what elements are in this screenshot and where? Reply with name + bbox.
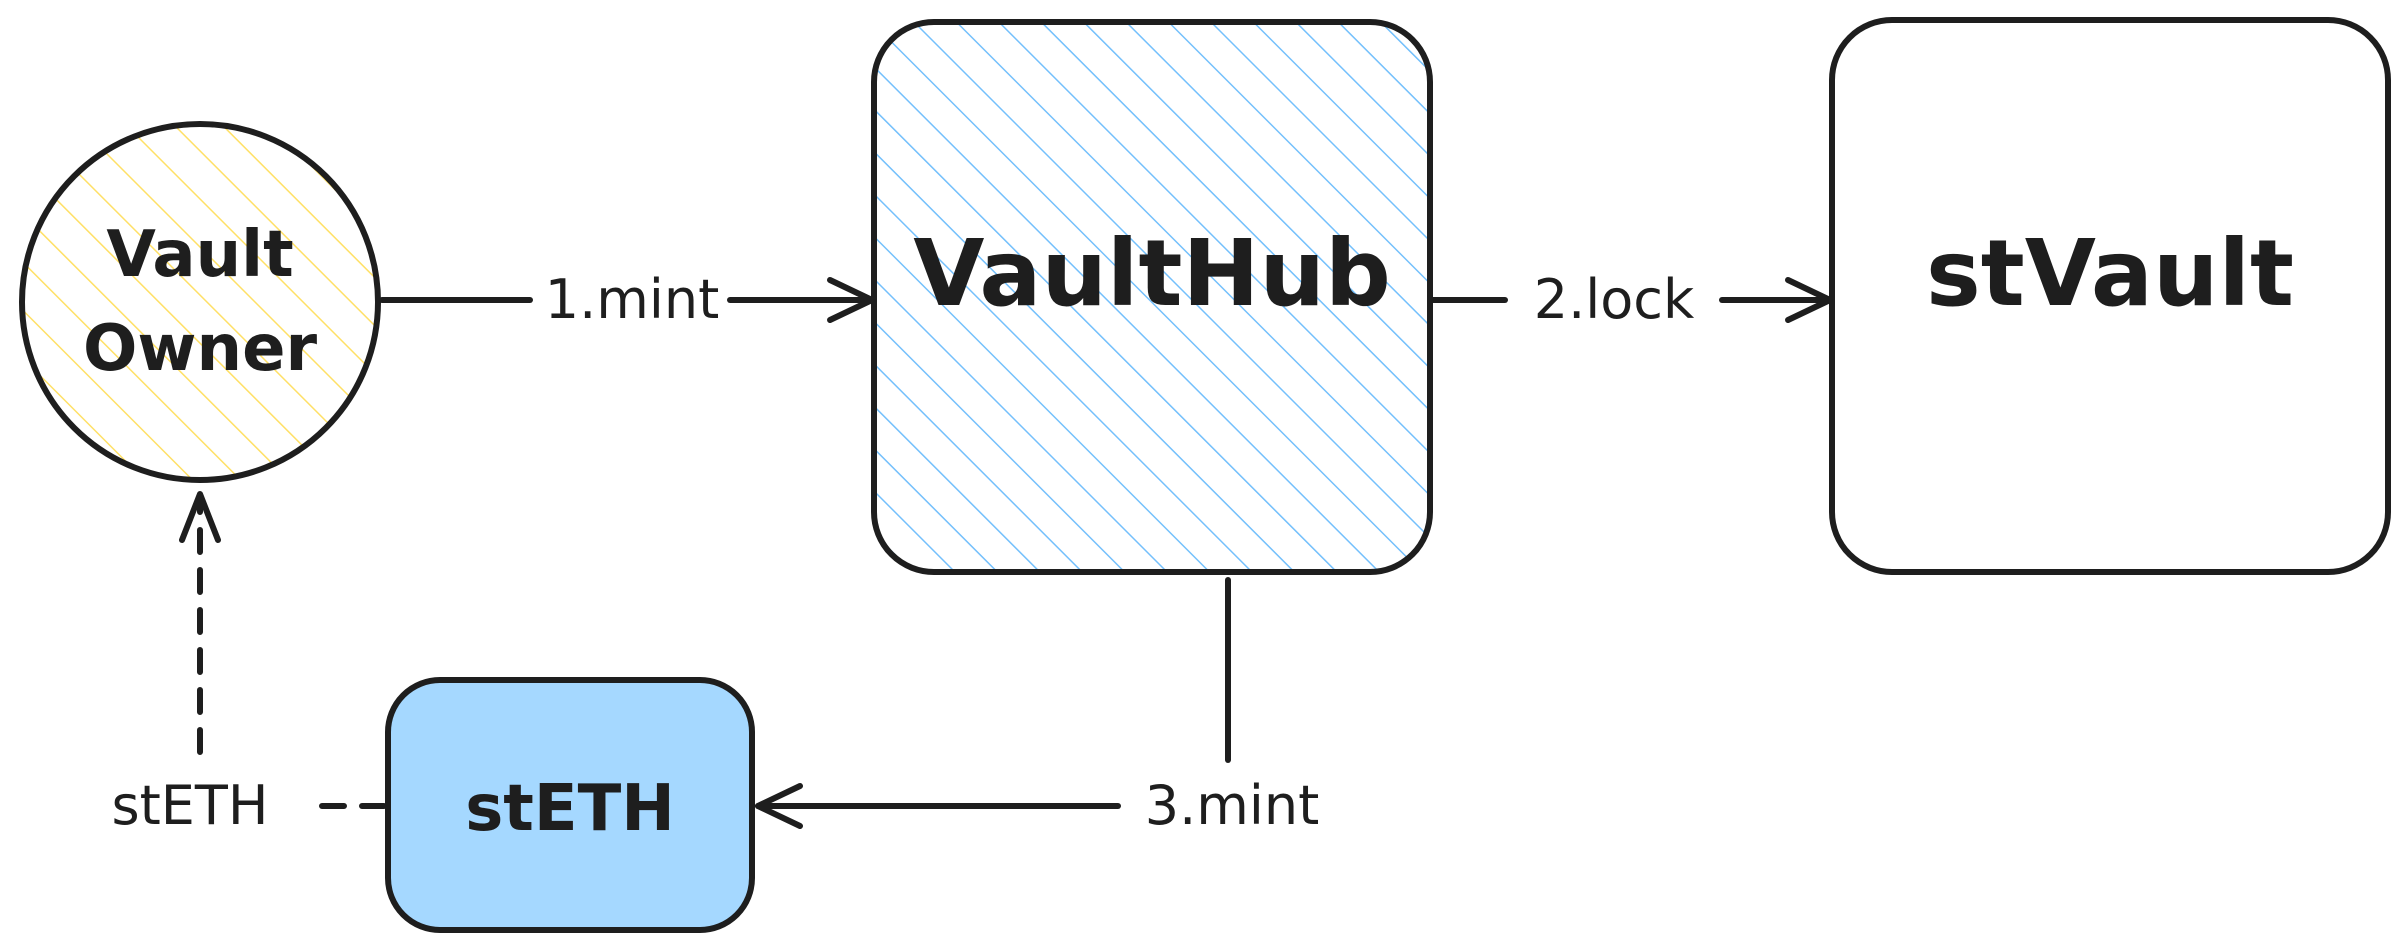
edge-mint-1: 1.mint	[379, 268, 875, 331]
edge-steth-return: stETH	[111, 491, 387, 837]
edge-lock-2: 2.lock	[1429, 268, 1833, 331]
st-vault-label: stVault	[1926, 220, 2294, 327]
st-eth-label: stETH	[465, 772, 675, 846]
vault-hub-node[interactable]: VaultHub	[871, 19, 1433, 575]
vault-hub-label: VaultHub	[913, 220, 1391, 327]
vault-owner-node[interactable]: Vault Owner	[19, 121, 381, 483]
edge-lock-2-label: 2.lock	[1534, 268, 1695, 331]
st-eth-node[interactable]: stETH	[385, 677, 755, 933]
edge-mint-3: 3.mint	[755, 577, 1320, 837]
edge-mint-3-label: 3.mint	[1145, 774, 1320, 837]
st-vault-node[interactable]: stVault	[1829, 17, 2391, 575]
edge-steth-return-label: stETH	[111, 774, 268, 837]
edge-mint-1-label: 1.mint	[545, 268, 720, 331]
vault-owner-label-line2: Owner	[83, 312, 318, 386]
vault-owner-label-line1: Vault	[106, 218, 293, 292]
